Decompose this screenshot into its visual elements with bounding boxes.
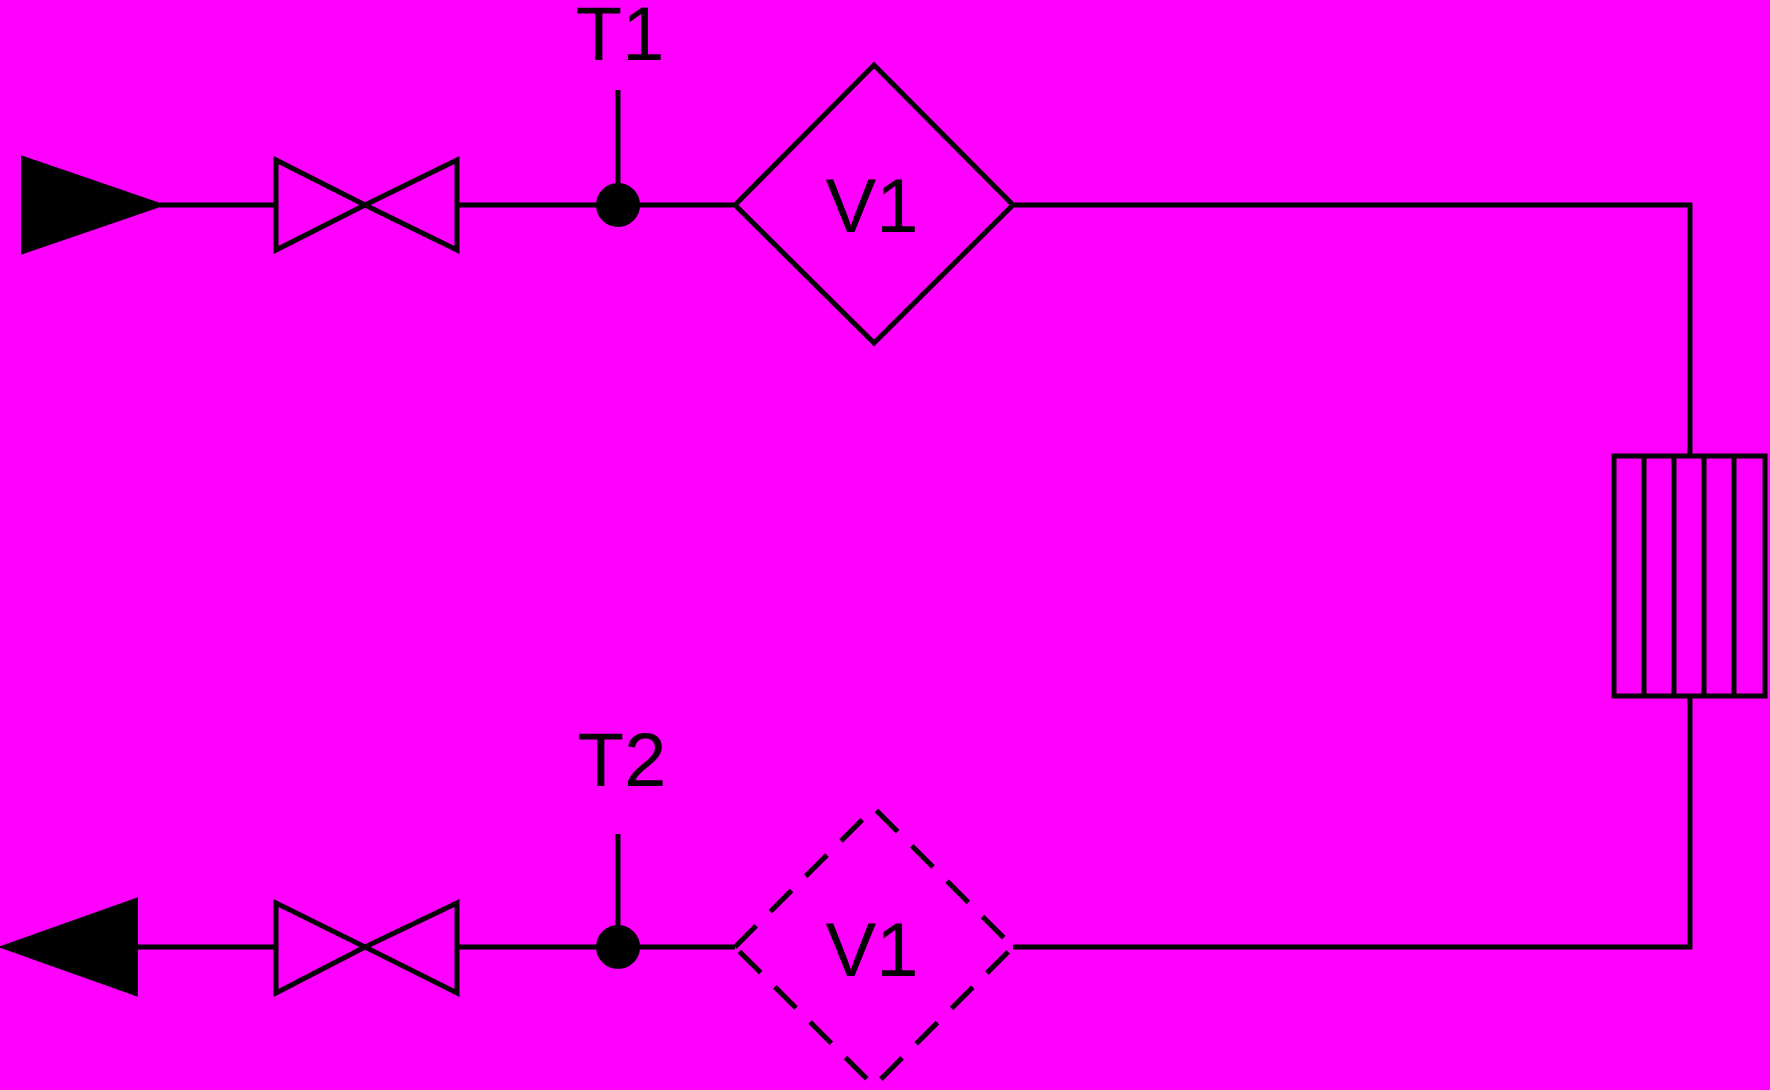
return-flow-meter: V1 <box>731 804 1017 1090</box>
sensor-t2: T2 <box>578 718 667 969</box>
meter-label-return: V1 <box>826 908 919 993</box>
return-valve-icon <box>273 898 460 998</box>
heat-exchanger-icon <box>1611 453 1768 699</box>
sensor-t1: T1 <box>576 0 665 227</box>
supply-flow-meter: V1 <box>731 61 1017 347</box>
meter-diamond-dashed-icon <box>731 804 1017 1090</box>
meter-label-supply: V1 <box>826 164 919 249</box>
outlet-arrow-icon <box>0 897 138 997</box>
return-pipe-from-exchanger <box>1013 697 1693 950</box>
supply-line: T1 V1 <box>21 0 1693 455</box>
sensor-label-t2: T2 <box>578 718 667 803</box>
inlet-arrow-icon <box>21 155 167 255</box>
supply-valve-icon <box>273 155 460 255</box>
supply-pipe-to-exchanger <box>1013 202 1693 455</box>
sensor-label-t1: T1 <box>576 0 665 77</box>
return-line: V1 T2 <box>0 697 1693 1090</box>
sensor-junction-icon <box>596 183 640 227</box>
sensor-junction-icon <box>596 925 640 969</box>
